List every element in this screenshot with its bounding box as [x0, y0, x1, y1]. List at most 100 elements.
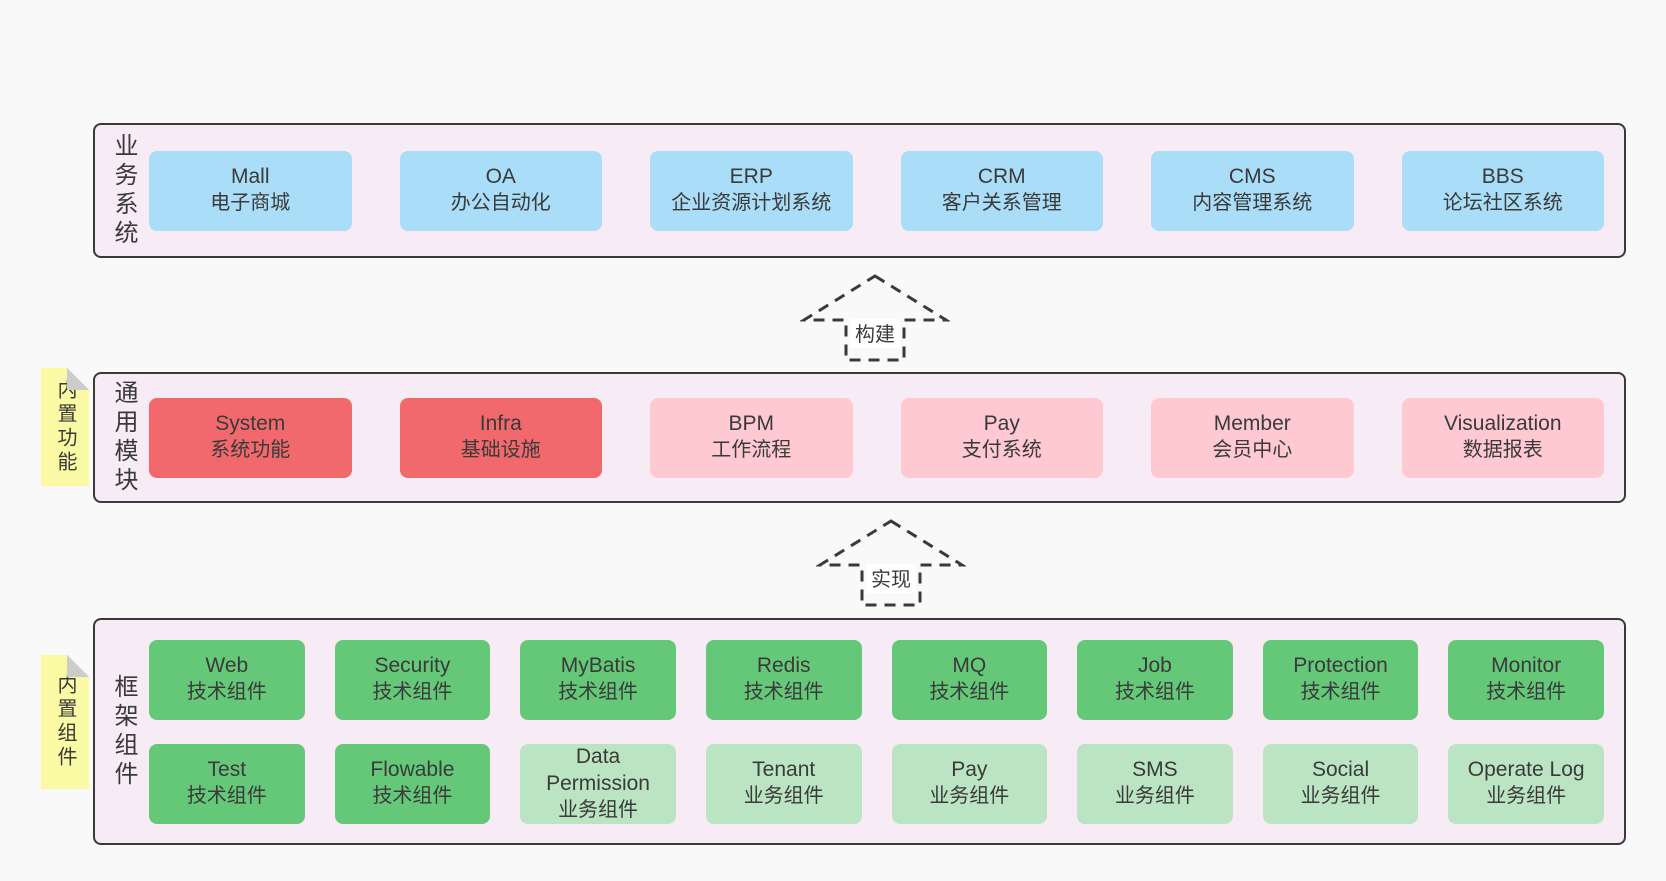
box-title: Pay: [951, 758, 988, 782]
business-systems-box-crm: CRM 客户关系管理: [900, 150, 1103, 231]
box-title: System: [215, 412, 286, 436]
box-title: Tenant: [752, 758, 816, 782]
box-title: Infra: [479, 412, 522, 436]
common-modules-box-member: Member 会员中心: [1151, 397, 1354, 478]
box-title: MQ: [952, 654, 987, 678]
box-subtitle: 客户关系管理: [941, 192, 1062, 215]
box-title: Web: [205, 654, 249, 678]
arrow-label-bg: [850, 319, 900, 348]
box-title: Flowable: [370, 758, 455, 782]
box-title: Test: [207, 758, 247, 782]
sticky-note-built-in-components: 内置组件: [41, 655, 89, 789]
framework-components-box-test: Test 技术组件: [149, 743, 305, 824]
business-systems-box-mall: Mall 电子商城: [149, 150, 352, 231]
box-subtitle: 支付系统: [961, 439, 1042, 462]
build-arrow-icon: 构建: [800, 274, 950, 362]
business-systems-box-bbs: BBS 论坛社区系统: [1401, 150, 1604, 231]
box-subtitle: 基础设施: [460, 439, 541, 462]
framework-components-box-sms: SMS 业务组件: [1077, 743, 1233, 824]
framework-components-box-redis: Redis 技术组件: [705, 639, 862, 720]
common-modules-box-visualization: Visualization 数据报表: [1401, 397, 1604, 478]
box-subtitle: 技术组件: [1300, 681, 1381, 704]
framework-components-box-monitor: Monitor 技术组件: [1448, 639, 1604, 720]
build-arrow-label: 构建: [855, 323, 895, 346]
box-title: Mall: [230, 165, 270, 189]
common-modules-box-pay: Pay 支付系统: [900, 397, 1103, 478]
box-title: Social: [1311, 758, 1370, 782]
box-title: Security: [374, 654, 451, 678]
framework-components-box-pay: Pay 业务组件: [891, 743, 1048, 824]
box-subtitle: 技术组件: [1486, 681, 1567, 704]
box-subtitle: 业务组件: [1486, 785, 1567, 808]
box-title: BPM: [728, 412, 774, 436]
box-subtitle: 工作流程: [711, 439, 792, 462]
framework-components-box-web: Web 技术组件: [149, 639, 305, 720]
box-subtitle: 技术组件: [929, 681, 1010, 704]
box-title: SMS: [1132, 758, 1178, 782]
framework-components-box-security: Security 技术组件: [334, 639, 491, 720]
common-modules-box-bpm: BPM 工作流程: [650, 397, 853, 478]
box-title: Job: [1138, 654, 1172, 678]
band-common-modules-label: 通用模块: [110, 379, 137, 496]
framework-components-box-mybatis: MyBatis 技术组件: [520, 639, 676, 720]
arrow-outline: [800, 274, 950, 362]
folded-corner-icon: [67, 655, 89, 677]
box-subtitle: 技术组件: [558, 681, 639, 704]
box-subtitle: 技术组件: [372, 681, 453, 704]
box-subtitle: 内容管理系统: [1192, 192, 1313, 215]
box-subtitle: 业务组件: [558, 798, 639, 821]
box-subtitle: 系统功能: [210, 439, 291, 462]
band-business-systems-label: 业务系统: [110, 132, 137, 249]
box-title: Redis: [756, 654, 811, 678]
box-subtitle: 会员中心: [1212, 439, 1293, 462]
arrow-outline: [816, 519, 966, 607]
box-title: CRM: [977, 165, 1026, 189]
box-subtitle: 技术组件: [1114, 681, 1195, 704]
framework-components-box-mq: MQ 技术组件: [891, 639, 1048, 720]
box-subtitle: 数据报表: [1462, 439, 1543, 462]
box-title: Pay: [983, 412, 1020, 436]
box-subtitle: 论坛社区系统: [1442, 192, 1563, 215]
business-systems-box-cms: CMS 内容管理系统: [1151, 150, 1354, 231]
box-title: Monitor: [1491, 654, 1562, 678]
box-subtitle: 业务组件: [929, 785, 1010, 808]
band-common-modules: 通用模块 System 系统功能 Infra 基础设施 BPM 工作流程 Pay 支付系统 Me…: [93, 372, 1626, 503]
framework-components-box-flowable: Flowable 技术组件: [334, 743, 491, 824]
box-title: Visualization: [1443, 412, 1562, 436]
common-modules-box-system: System 系统功能: [149, 397, 352, 478]
band-framework-components-label: 框架组件: [110, 673, 137, 790]
box-title: BBS: [1481, 165, 1524, 189]
box-title: Protection: [1293, 654, 1388, 678]
box-subtitle: 技术组件: [372, 785, 453, 808]
sticky-note-text: 内置组件: [54, 674, 76, 770]
implement-arrow-label: 实现: [871, 568, 911, 591]
implement-arrow-icon: 实现: [816, 519, 966, 607]
box-subtitle: 电子商城: [210, 192, 291, 215]
sticky-note-text: 内置功能: [54, 379, 76, 475]
box-title: OA: [485, 165, 516, 189]
box-subtitle: 技术组件: [186, 785, 267, 808]
framework-components-box-protection: Protection 技术组件: [1262, 639, 1419, 720]
box-subtitle: 技术组件: [186, 681, 267, 704]
box-title: Data Permission: [546, 744, 650, 795]
box-subtitle: 业务组件: [1114, 785, 1195, 808]
box-title: CMS: [1228, 165, 1276, 189]
folded-corner-icon: [67, 368, 89, 390]
arrow-label-bg: [866, 564, 916, 593]
box-title: MyBatis: [560, 654, 636, 678]
band-common-modules-grid: System 系统功能 Infra 基础设施 BPM 工作流程 Pay 支付系统 Member 会…: [149, 374, 1624, 501]
box-title: Member: [1213, 412, 1291, 436]
box-subtitle: 办公自动化: [450, 192, 551, 215]
box-subtitle: 技术组件: [743, 681, 824, 704]
box-title: ERP: [729, 165, 773, 189]
framework-components-box-data-permission: Data Permission 业务组件: [520, 743, 676, 824]
